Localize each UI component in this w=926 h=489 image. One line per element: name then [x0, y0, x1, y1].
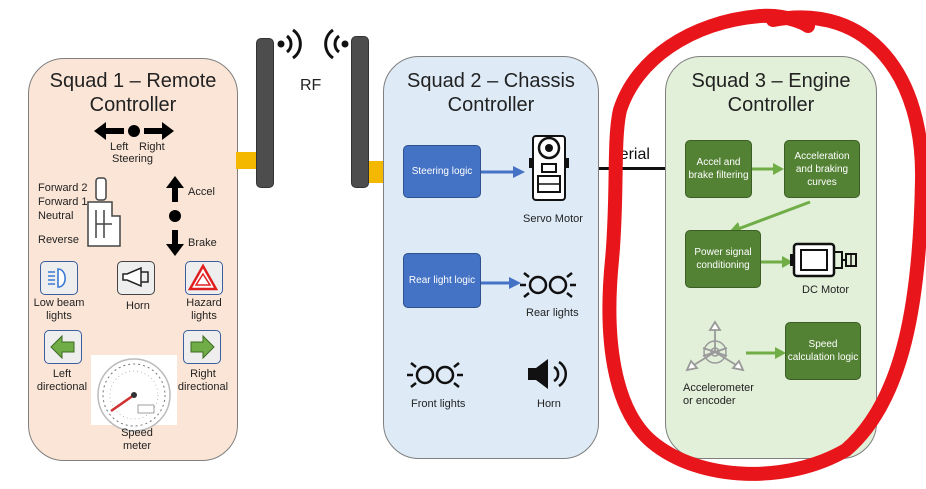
- horn-button[interactable]: [117, 261, 155, 295]
- steering-left-label: Left: [110, 141, 129, 153]
- rear-lights-icon: [520, 272, 576, 298]
- headlight-icon: [48, 268, 66, 288]
- rf-wave-right-icon: [277, 28, 302, 60]
- squad2-title-line1: Squad 2 – Chassis: [407, 70, 575, 92]
- right-directional-button[interactable]: [183, 330, 221, 364]
- accel-label: Accel: [188, 186, 215, 198]
- hazard-button[interactable]: [185, 261, 223, 295]
- horn-icon: [122, 266, 149, 288]
- squad1-connector: [236, 152, 258, 169]
- squad2-title-line2: Controller: [447, 94, 535, 116]
- squad3-title-line1: Squad 3 – Engine: [691, 70, 851, 92]
- hazard-label: Hazard lights: [186, 297, 222, 322]
- forward1-label: Forward 1: [38, 196, 88, 208]
- accelerometer-to-speed-arrow: [746, 347, 786, 359]
- right-arrow-icon: [190, 334, 215, 360]
- hazard-icon: [187, 263, 219, 291]
- steering-label: Steering: [112, 153, 153, 165]
- rear-light-logic-box: Rear light logic: [403, 253, 481, 308]
- neutral-label: Neutral: [38, 210, 74, 222]
- left-arrow-icon: [50, 334, 75, 360]
- squad1-antenna: [256, 38, 274, 188]
- reverse-label: Reverse: [38, 234, 79, 246]
- speed-calculation-box: Speed calculation logic: [785, 322, 861, 380]
- right-directional-label: Right directional: [177, 368, 229, 393]
- front-lights-icon: [407, 362, 463, 388]
- steering-right-label: Right: [139, 141, 165, 153]
- horn-speaker-icon: [528, 359, 568, 389]
- low-beam-label: Low beam lights: [33, 297, 85, 322]
- speed-meter-label: Speed meter: [121, 427, 153, 452]
- serial-link-line: [599, 167, 667, 170]
- front-lights-label: Front lights: [411, 398, 466, 410]
- gear-shifter-icon: [87, 177, 121, 247]
- accelerometer-icon: [685, 320, 745, 372]
- squad2-antenna: [351, 36, 369, 188]
- left-directional-button[interactable]: [44, 330, 82, 364]
- accel-brake-arrows-icon: [166, 176, 184, 256]
- accel-braking-curves-box: Acceleration and braking curves: [784, 140, 860, 198]
- accelerometer-label: Accelerometer or encoder: [683, 382, 754, 407]
- forward2-label: Forward 2: [38, 182, 88, 194]
- servo-motor-label: Servo Motor: [523, 213, 583, 225]
- accel-brake-filtering-box: Accel and brake filtering: [685, 140, 752, 198]
- steering-logic-box: Steering logic: [403, 145, 481, 198]
- left-directional-label: Left directional: [36, 368, 88, 393]
- steering-arrows-icon: [94, 122, 174, 140]
- filtering-to-curves-arrow: [752, 163, 784, 175]
- squad2-connector: [368, 161, 386, 183]
- horn-label-squad1: Horn: [126, 300, 150, 312]
- rear-lights-label: Rear lights: [526, 307, 579, 319]
- servo-motor-icon: [529, 135, 569, 201]
- squad3-title-line2: Controller: [727, 94, 815, 116]
- dc-motor-icon: [790, 242, 857, 278]
- power-signal-conditioning-box: Power signal conditioning: [685, 230, 761, 288]
- rear-logic-to-lights-arrow: [481, 277, 521, 289]
- brake-label: Brake: [188, 237, 217, 249]
- rf-wave-left-icon: [324, 28, 349, 60]
- low-beam-button[interactable]: [40, 261, 78, 295]
- rf-label: RF: [300, 77, 322, 94]
- steering-to-servo-arrow: [481, 166, 525, 178]
- speedometer-icon: [91, 355, 177, 432]
- dc-motor-label: DC Motor: [802, 284, 850, 296]
- squad1-title-line1: Squad 1 – Remote: [49, 70, 217, 92]
- power-to-motor-arrow: [761, 256, 793, 268]
- squad1-title-line2: Controller: [89, 94, 177, 116]
- horn-label-squad2: Horn: [537, 398, 561, 410]
